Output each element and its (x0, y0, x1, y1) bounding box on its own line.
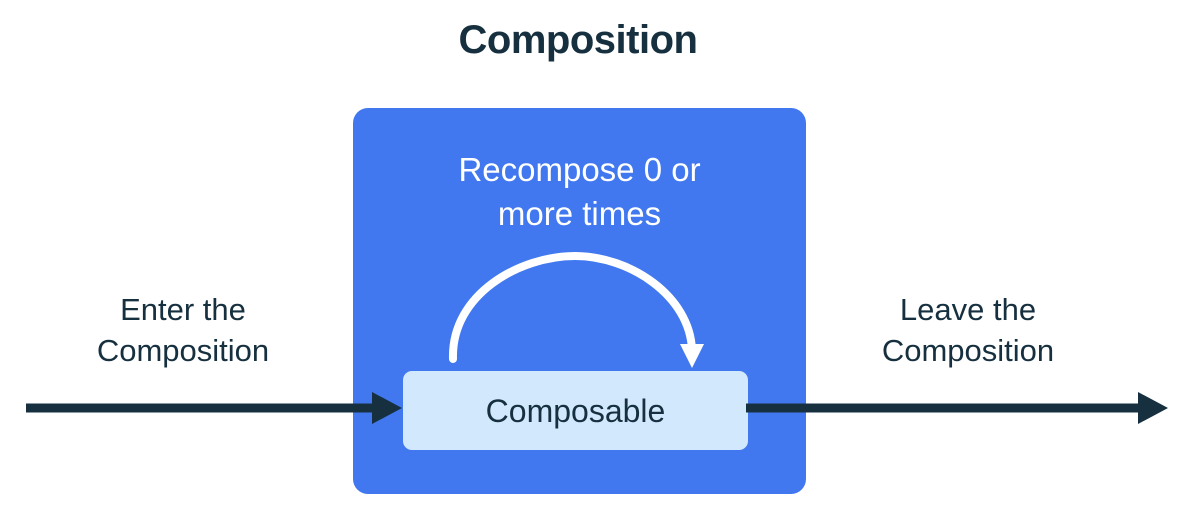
leave-label-line-1: Leave the (899, 292, 1037, 327)
leave-label-line-2: Composition (881, 333, 1055, 369)
enter-label-line-2: Composition (96, 333, 270, 369)
enter-flow-arrow-icon (26, 392, 402, 424)
leave-flow-arrow-icon (746, 392, 1168, 424)
composable-label: Composable (485, 392, 666, 429)
recompose-loop-arrow-icon (448, 251, 704, 368)
enter-label-line-1: Enter the (120, 292, 246, 327)
recompose-caption-line-2: more times (497, 194, 662, 232)
page-title: Composition (458, 18, 698, 62)
leave-composition-label: Leave the Composition (818, 289, 1118, 371)
enter-composition-label: Enter the Composition (33, 289, 333, 371)
recompose-caption-line-1: Recompose 0 or (458, 151, 701, 188)
composable-box: Composable (403, 371, 748, 450)
recompose-caption: Recompose 0 or more times (353, 148, 806, 235)
